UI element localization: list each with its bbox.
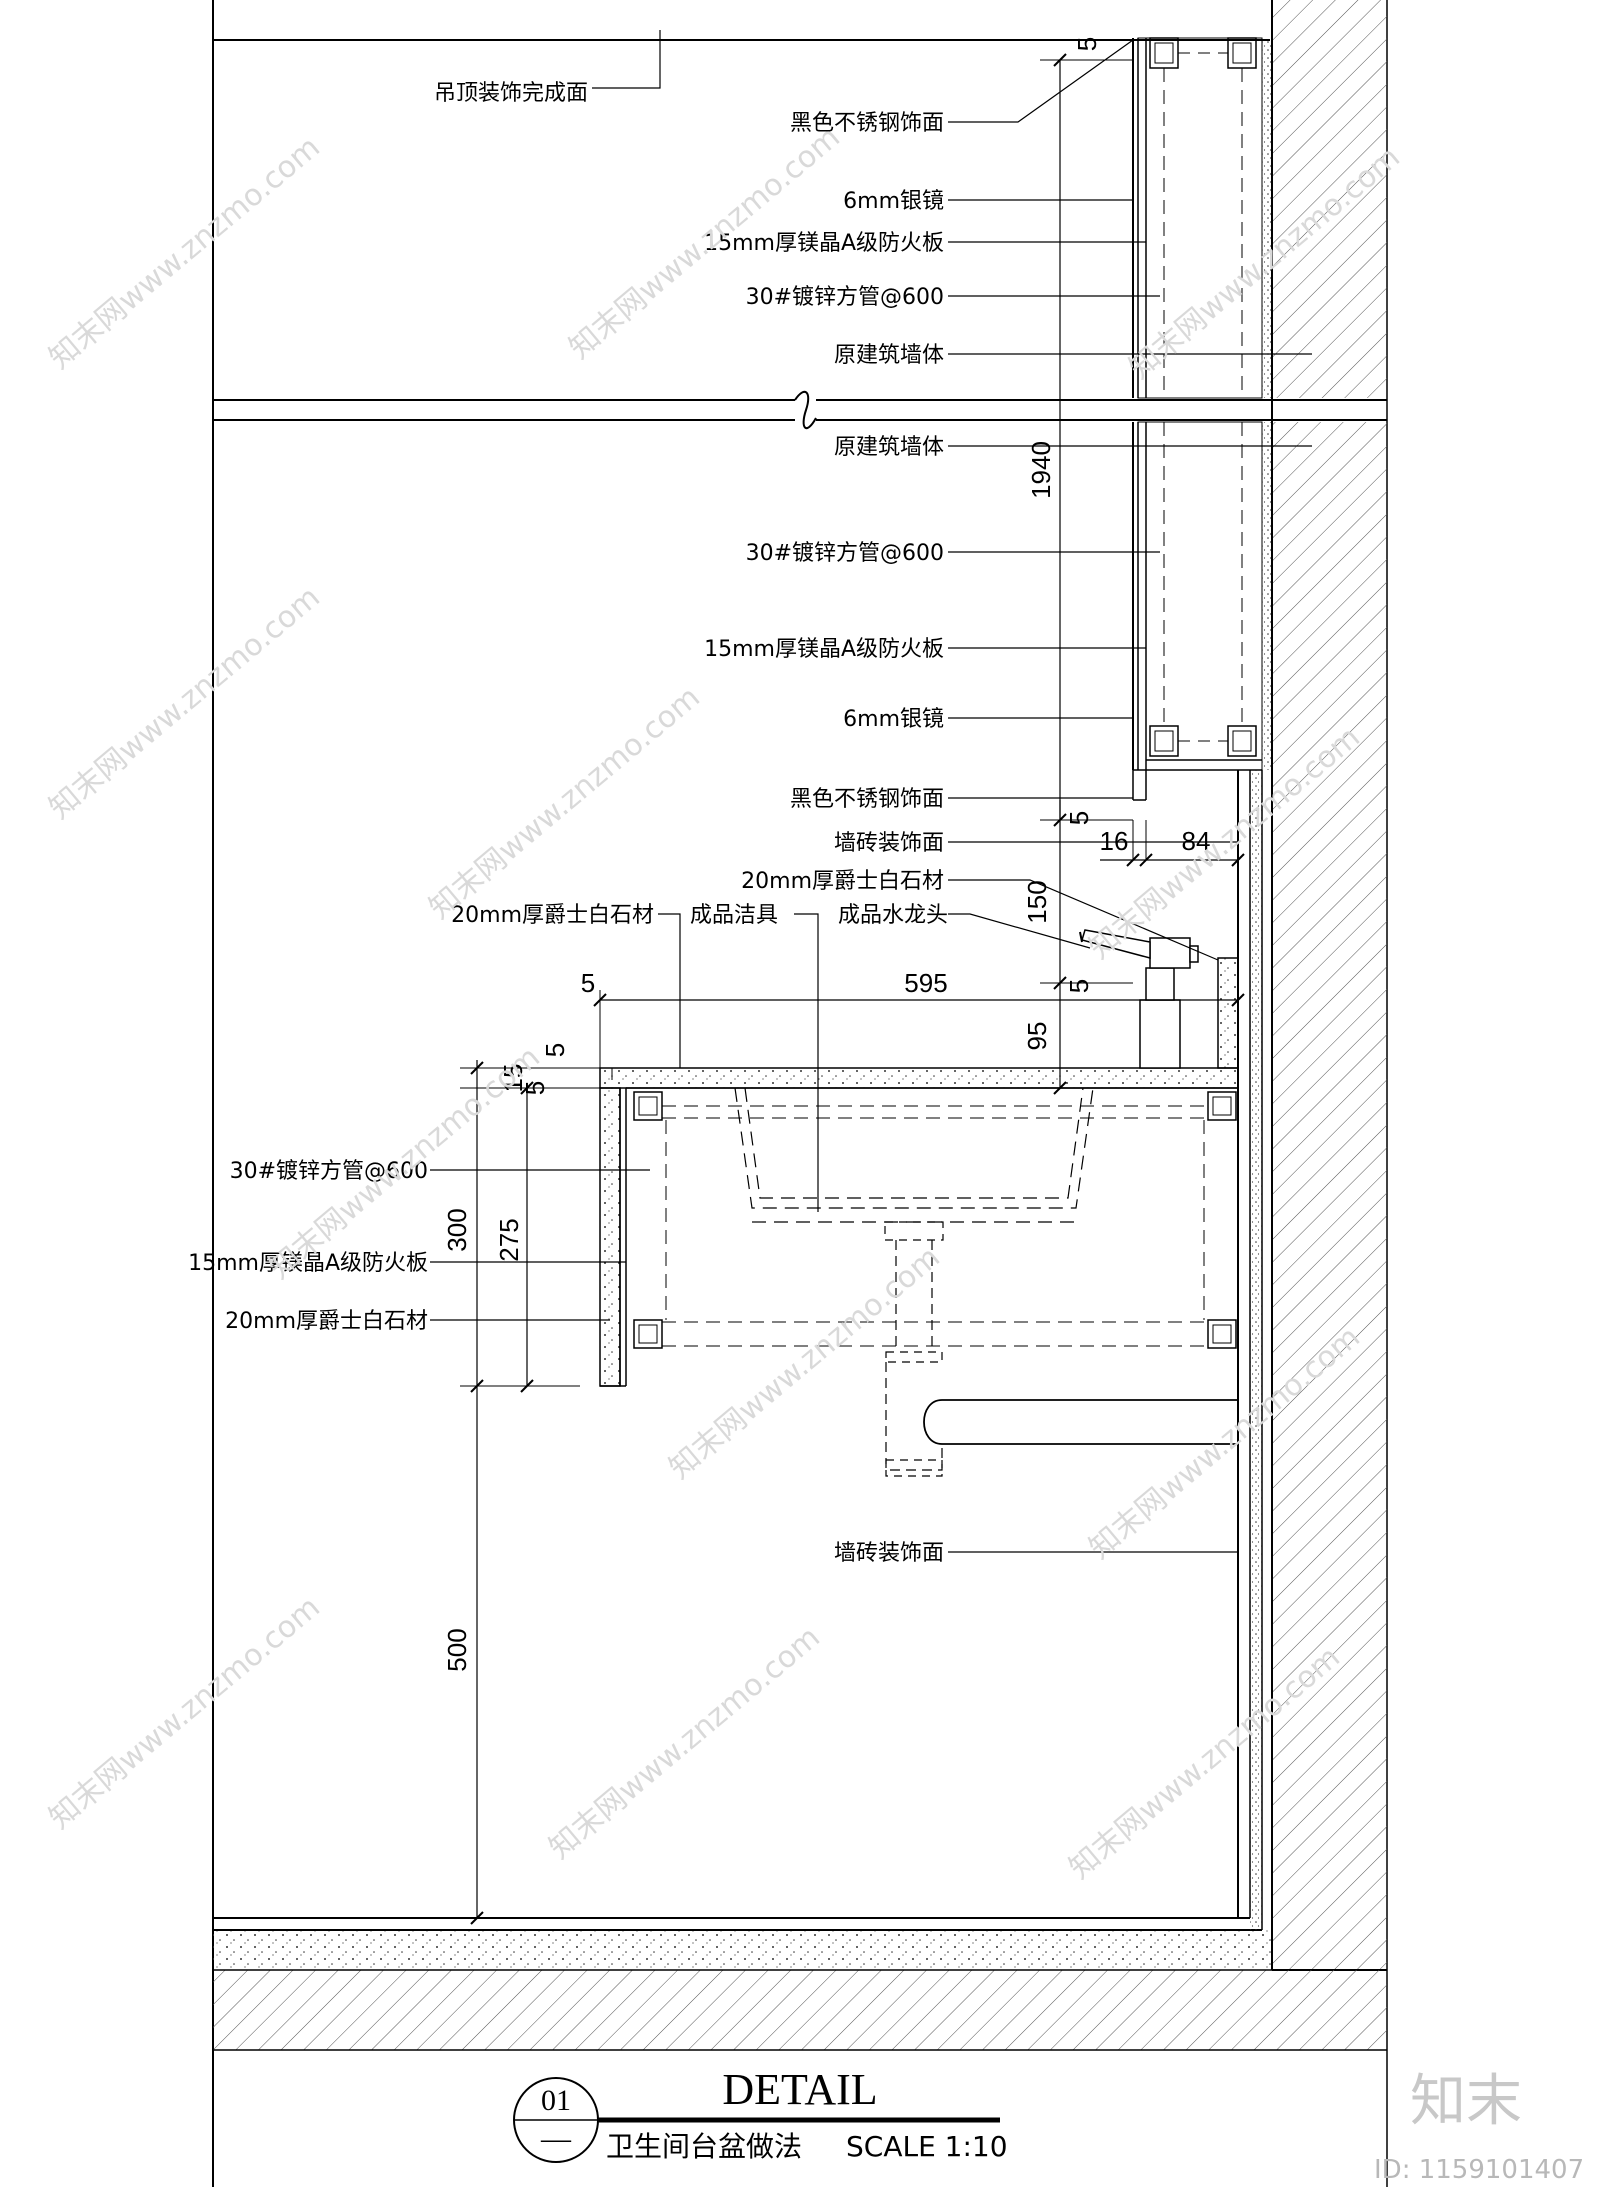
- callout-mgo-board-top: 15mm厚镁晶A级防火板: [704, 231, 944, 256]
- dim-front-5b: 5: [520, 1081, 550, 1095]
- callouts: 吊顶装饰完成面 黑色不锈钢饰面 6mm银镜 15mm厚镁晶A级防火板 30#镀锌…: [188, 81, 948, 1566]
- callout-wall-mid: 原建筑墙体: [834, 435, 944, 460]
- building-wall: [1271, 0, 1387, 1971]
- dim-gap-a: 5: [1064, 811, 1094, 825]
- dim-offset-16: 16: [1100, 826, 1129, 856]
- callout-steel-tube-top: 30#镀锌方管@600: [746, 285, 944, 310]
- callout-mgo-board-mid: 15mm厚镁晶A级防火板: [704, 637, 944, 662]
- dim-depth-595: 595: [904, 968, 947, 998]
- dim-front-15: 15: [498, 1064, 528, 1093]
- callout-ceiling-finish: 吊顶装饰完成面: [434, 81, 588, 106]
- dim-mirror-height: 1940: [1026, 441, 1056, 499]
- dim-offset-84: 84: [1182, 826, 1211, 856]
- watermark-text: 知末网www.znzmo.com: [543, 1620, 827, 1866]
- watermark-text: 知末网www.znzmo.com: [43, 1590, 327, 1836]
- title-detail: DETAIL: [722, 2065, 877, 2114]
- dim-edge-5: 5: [581, 968, 595, 998]
- title-sheet-mark: —: [540, 2122, 572, 2155]
- dim-apron-275: 275: [494, 1218, 524, 1261]
- faucet: [1079, 929, 1199, 1069]
- watermark-id: ID: 1159101407: [1374, 2155, 1584, 2185]
- basin: [734, 1087, 1238, 1477]
- callout-mirror-mid: 6mm银镜: [843, 707, 944, 732]
- title-number: 01: [541, 2084, 571, 2117]
- callout-wall-tile-top: 墙砖装饰面: [834, 831, 944, 856]
- watermark-text: 知末网www.znzmo.com: [663, 1240, 947, 1486]
- dim-apron-300: 300: [442, 1208, 472, 1251]
- dim-height-95: 95: [1022, 1022, 1052, 1051]
- dim-top-gap: 5: [1072, 37, 1102, 51]
- callout-faucet: 成品水龙头: [838, 903, 948, 928]
- callout-mirror-top: 6mm银镜: [843, 189, 944, 214]
- callout-wall-top: 原建筑墙体: [834, 343, 944, 368]
- title-subtitle: 卫生间台盆做法: [606, 2130, 802, 2163]
- dim-faucet-150: 150: [1022, 880, 1052, 923]
- dim-gap-b: 5: [1064, 979, 1094, 993]
- leader-lines: [430, 30, 1312, 1553]
- watermark-text: 知末网www.znzmo.com: [43, 580, 327, 826]
- watermark-brand: 知末: [1410, 2069, 1522, 2134]
- callout-black-ss-bottom: 黑色不锈钢饰面: [790, 787, 944, 812]
- callout-black-ss-top: 黑色不锈钢饰面: [790, 111, 944, 136]
- vanity-countertop: [599, 957, 1239, 1387]
- callout-stone-front: 20mm厚爵士白石材: [225, 1309, 428, 1334]
- callout-stone-top: 20mm厚爵士白石材: [451, 903, 654, 928]
- title-block: 01 — DETAIL 卫生间台盆做法 SCALE 1:10: [513, 2065, 1008, 2163]
- floor-slab: [213, 1917, 1387, 2051]
- mirror-cabinet: [1132, 37, 1263, 801]
- dim-floor-500: 500: [442, 1628, 472, 1671]
- dimension-texts: 1940 5 5 150 5 95 16 84 595 5 5 15 5 300…: [442, 37, 1210, 1672]
- callout-steel-tube-cabinet: 30#镀锌方管@600: [230, 1159, 428, 1184]
- dimension-lines: [460, 53, 1245, 1925]
- callout-steel-tube-mid: 30#镀锌方管@600: [746, 541, 944, 566]
- callout-mgo-board-cabinet: 15mm厚镁晶A级防火板: [188, 1251, 428, 1276]
- watermark-text: 知末网www.znzmo.com: [423, 680, 707, 926]
- callout-wall-tile-bottom: 墙砖装饰面: [834, 1541, 944, 1566]
- watermark-text: 知末网www.znzmo.com: [43, 130, 327, 376]
- wall-tile-layer: [1237, 40, 1272, 1930]
- title-scale: SCALE 1:10: [846, 2130, 1008, 2163]
- dim-front-5: 5: [540, 1043, 570, 1057]
- cabinet-frame: [633, 1091, 1237, 1349]
- callout-stone-upstand: 20mm厚爵士白石材: [741, 869, 944, 894]
- callout-basin: 成品洁具: [690, 903, 778, 928]
